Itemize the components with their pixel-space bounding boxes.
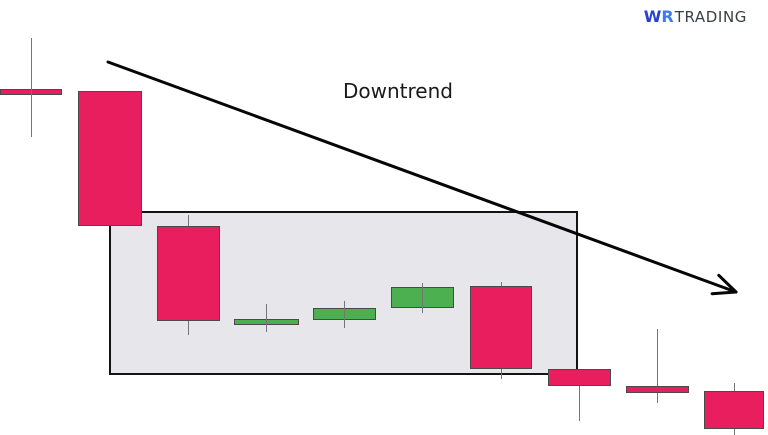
candle-9-wick [656,329,658,403]
candle-7-body-bearish [470,286,532,369]
candle-8-body-bearish [547,369,611,386]
candle-4-wick [265,304,267,332]
candle-9-body-bearish [625,386,689,393]
candle-1-wick [30,38,32,137]
candle-5-wick [343,301,345,328]
brand-logo-w: W [643,7,662,26]
candle-10-body-bearish [704,391,764,429]
brand-logo-trading: TRADING [674,8,747,26]
candle-3-body-bearish [156,226,220,321]
candle-6-wick [421,283,423,313]
candle-8-wick [578,369,580,421]
trend-arrow-head-icon [710,273,738,296]
downtrend-label: Downtrend [343,79,453,103]
candle-2-body-bearish [78,91,142,226]
brand-logo-r: R [661,7,674,26]
